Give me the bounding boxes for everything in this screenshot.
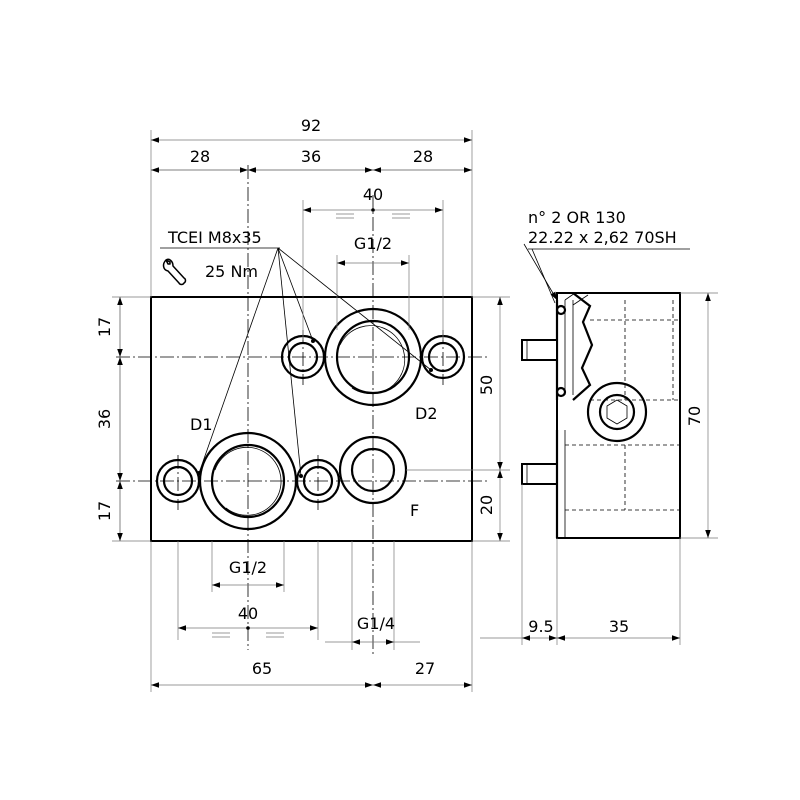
dim-width-92: 92 — [301, 116, 321, 135]
port-d1-thread-arc — [214, 446, 282, 516]
oring-spec-line1: n° 2 OR 130 — [528, 208, 626, 227]
stud-bottom — [521, 463, 558, 485]
dim-right-50: 50 — [477, 375, 496, 395]
dim-65: 65 — [252, 659, 272, 678]
stud-top — [521, 339, 558, 361]
dim-right-20: 20 — [477, 495, 496, 515]
oring-leader — [523, 243, 558, 301]
dim-top-thread: G1/2 — [354, 234, 392, 253]
port-d1-label: D1 — [190, 415, 213, 434]
section-hatching — [564, 292, 589, 401]
dim-left: 17 36 17 — [95, 296, 151, 542]
dim-f-thread: G1/4 — [357, 614, 395, 633]
dim-27: 27 — [415, 659, 435, 678]
dim-left-17-top: 17 — [95, 317, 114, 337]
dim-side-height: 70 — [685, 406, 704, 426]
dim-bottom-spacing: 40 — [238, 604, 258, 623]
front-view: D1 D2 F — [116, 165, 490, 655]
dim-28-left: 28 — [190, 147, 210, 166]
side-view: n° 2 OR 130 22.22 x 2,62 70SH 70 9.5 35 — [480, 208, 718, 645]
dim-side-offset: 9.5 — [528, 617, 553, 636]
screw-leaders — [198, 247, 432, 477]
dim-left-36: 36 — [95, 409, 114, 429]
port-f-label: F — [410, 501, 419, 520]
screw-torque: 25 Nm — [205, 262, 258, 281]
screw-spec: TCEI M8x35 — [167, 228, 262, 247]
dim-36-mid: 36 — [301, 147, 321, 166]
dim-side-depth: 35 — [609, 617, 629, 636]
oring-top — [555, 304, 567, 316]
port-d1-outer-thread — [210, 443, 286, 519]
side-break-line — [572, 292, 594, 401]
port-f-thread — [350, 447, 396, 493]
oring-bottom — [555, 386, 567, 398]
side-screw — [586, 381, 648, 443]
wrench-icon — [162, 258, 187, 286]
dim-left-17-bottom: 17 — [95, 501, 114, 521]
screw-note: TCEI M8x35 25 Nm — [160, 228, 280, 286]
dim-top-spacing: 40 — [363, 185, 383, 204]
side-body — [556, 292, 681, 539]
dim-bottom: G1/2 40 G1/4 65 27 — [150, 541, 473, 692]
dim-right: 50 20 — [406, 296, 510, 542]
dim-bottom-thread: G1/2 — [229, 558, 267, 577]
dim-28-right: 28 — [413, 147, 433, 166]
dim-top: 92 28 36 28 40 G1/2 — [150, 116, 473, 340]
port-d2-outer-thread — [335, 319, 411, 395]
port-d2-thread-arc — [339, 325, 406, 395]
oring-spec-line2: 22.22 x 2,62 70SH — [528, 228, 677, 247]
port-d2-label: D2 — [415, 404, 438, 423]
